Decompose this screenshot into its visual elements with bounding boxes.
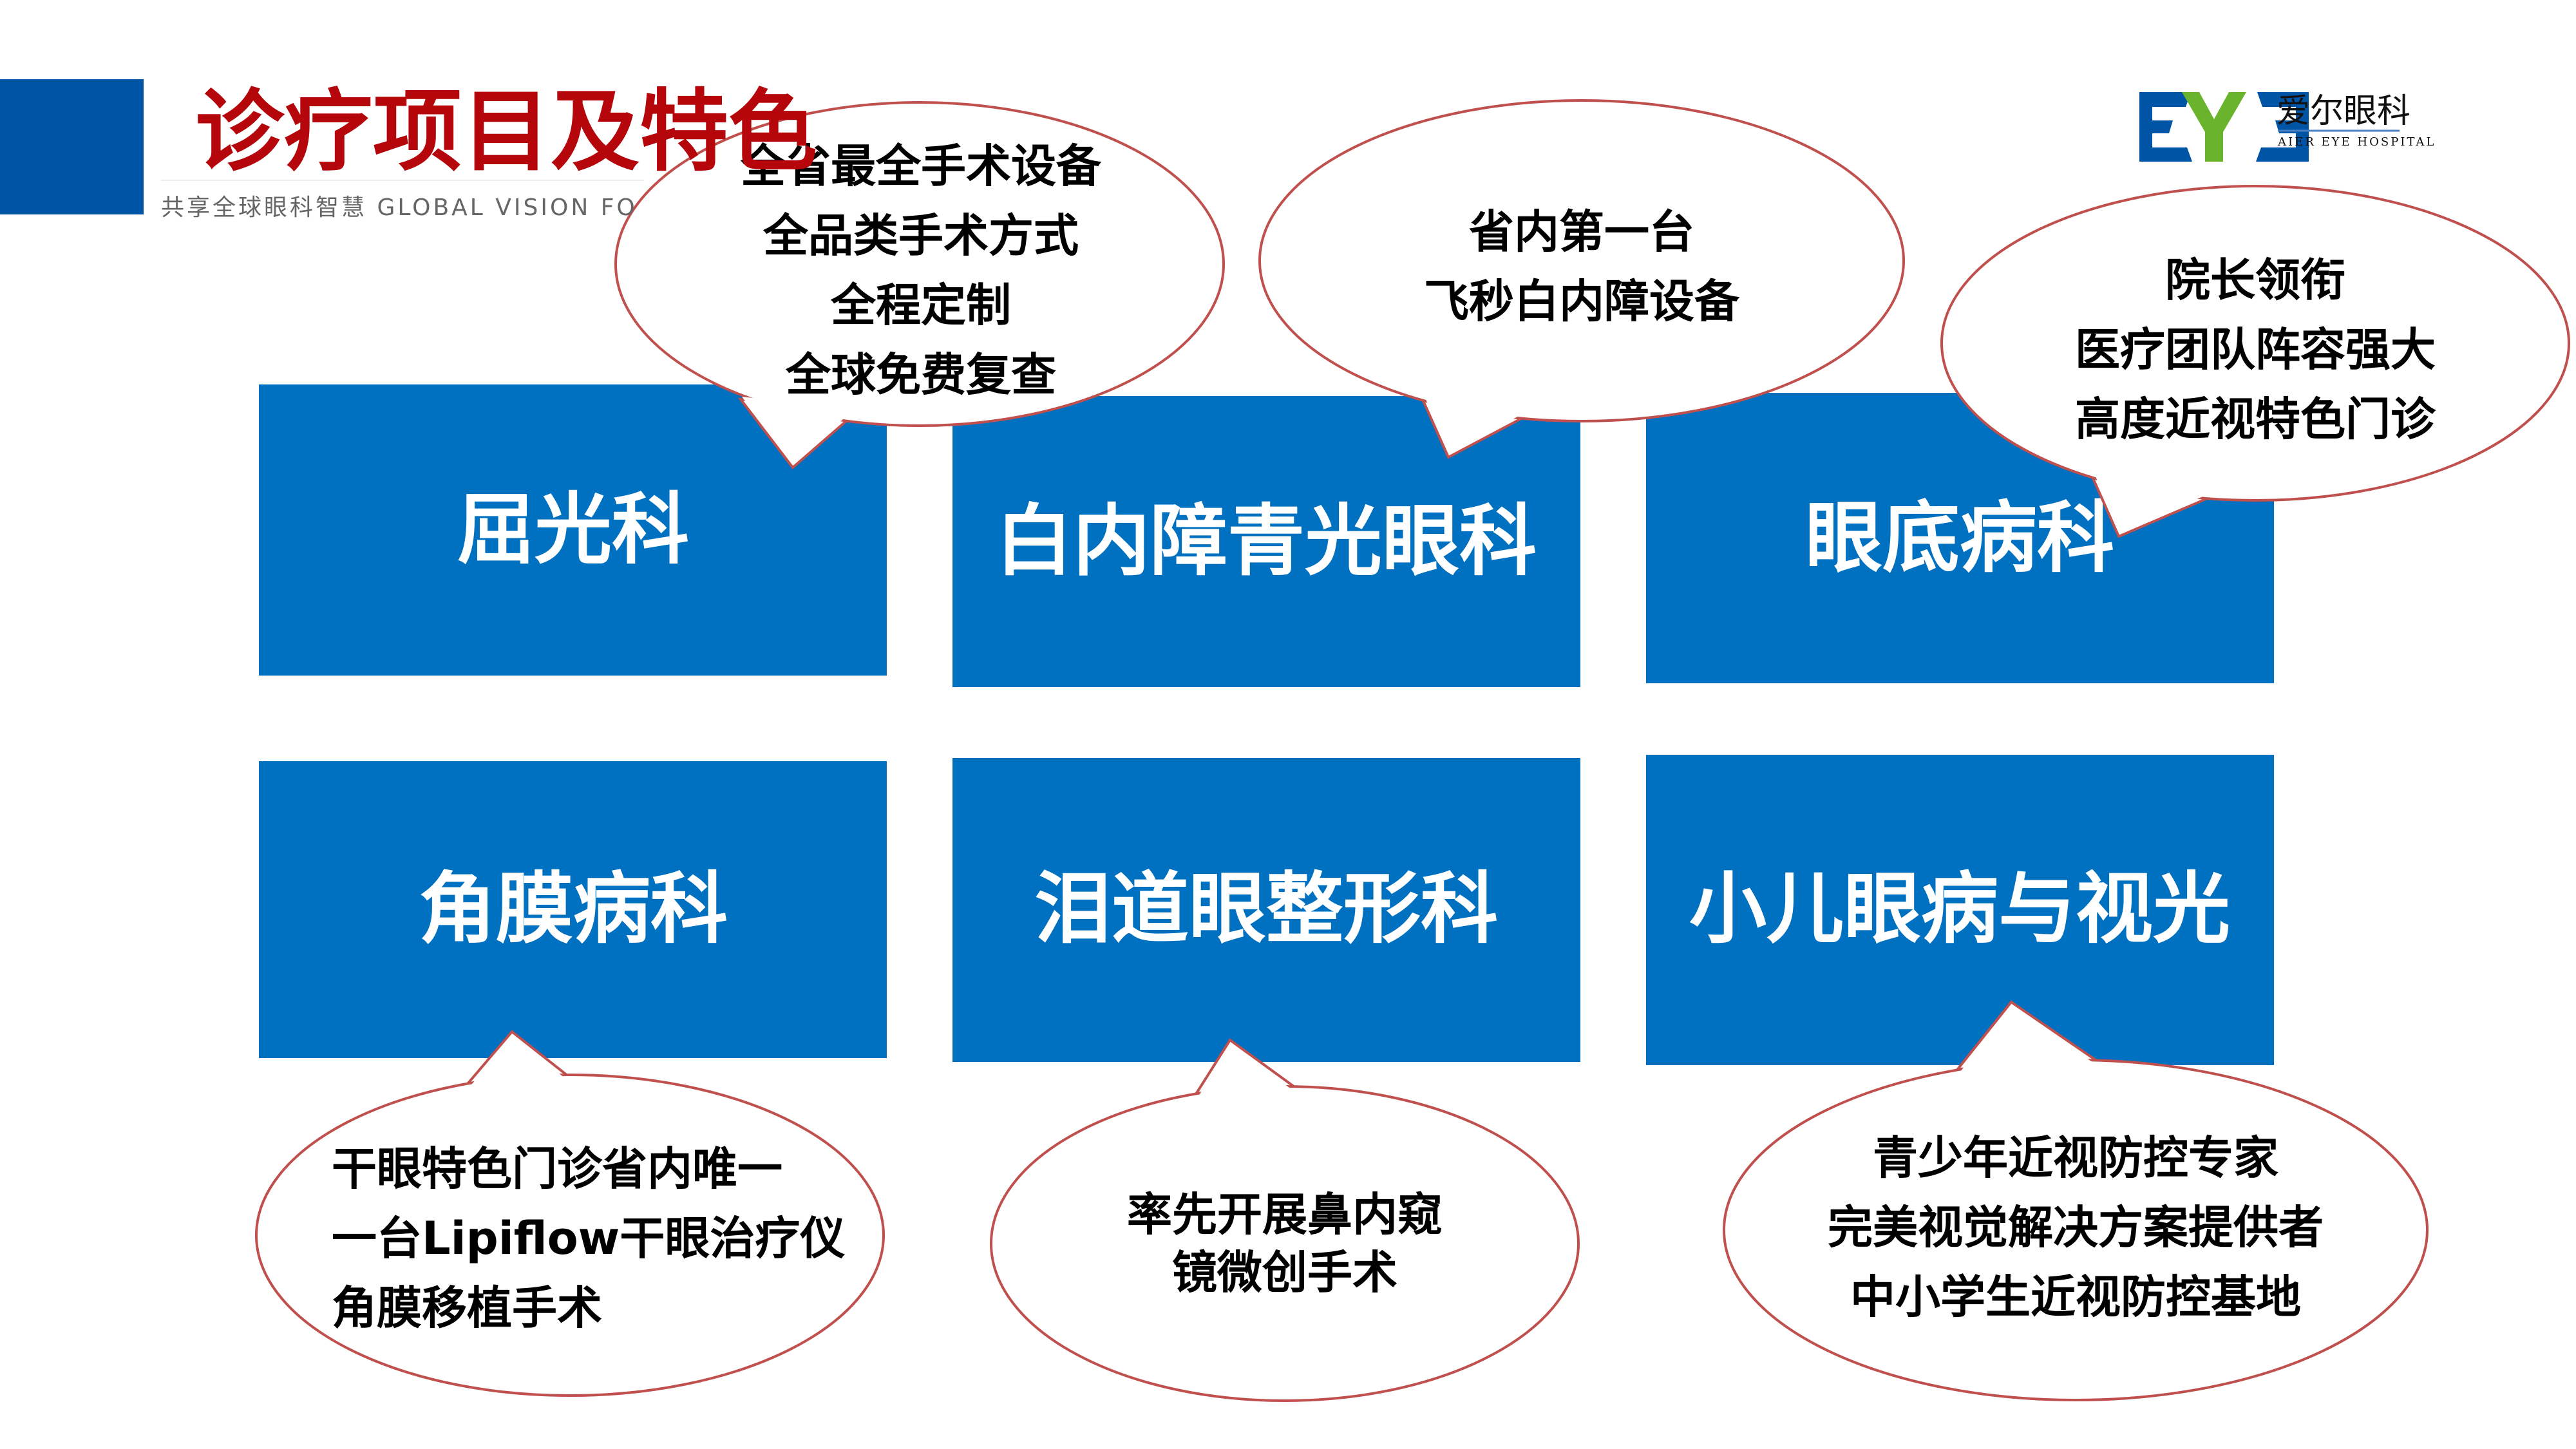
callout-line: 全程定制 [830, 279, 1011, 332]
department-box-lacrimal-oculoplastic[interactable]: 泪道眼整形科 [952, 758, 1580, 1062]
callout-line: 全省最全手术设备 [740, 140, 1102, 193]
callout-line: 干眼特色门诊省内唯一 [332, 1142, 782, 1195]
callout-pediatric: 青少年近视防控专家 完美视觉解决方案提供者 中小学生近视防控基地 [1723, 1000, 2429, 1401]
callout-line: 全球免费复查 [785, 348, 1056, 401]
header-accent-block [0, 79, 144, 214]
aier-logo: 爱尔眼科 AIER EYE HOSPITAL [2139, 92, 2436, 162]
eye-logo-mark [2139, 92, 2309, 162]
page-subtitle: 共享全球眼科智慧 GLOBAL VISION FO [161, 194, 638, 221]
department-label: 屈光科 [457, 486, 689, 575]
callout-line: 中小学生近视防控基地 [1850, 1271, 2301, 1323]
department-grid: 屈光科 白内障青光眼科 眼底病科 角膜病科 泪道眼整形科 小儿眼病与视光 [259, 384, 2274, 1065]
callout-line: 角膜移植手术 [332, 1282, 602, 1334]
callout-line: 省内第一台 [1469, 205, 1694, 258]
department-label: 小儿眼病与视光 [1689, 865, 2230, 954]
callout-line: 全品类手术方式 [762, 209, 1079, 262]
department-box-cataract-glaucoma[interactable]: 白内障青光眼科 [952, 396, 1580, 687]
callout-refractive: 全省最全手术设备 全品类手术方式 全程定制 全球免费复查 [614, 101, 1225, 469]
callout-line: 飞秒白内障设备 [1424, 275, 1740, 328]
department-label: 泪道眼整形科 [1034, 865, 1498, 954]
callout-line: 完美视觉解决方案提供者 [1828, 1201, 2324, 1254]
callout-line: 高度近视特色门诊 [2075, 393, 2436, 446]
page-title: 诊疗项目及特色 [195, 80, 817, 184]
department-label: 角膜病科 [419, 865, 728, 954]
callout-line: 青少年近视防控专家 [1873, 1132, 2278, 1184]
department-box-pediatric-optometry[interactable]: 小儿眼病与视光 [1646, 755, 2274, 1065]
callout-line: 镜微创手术 [1172, 1246, 1397, 1299]
callout-fundus: 院长领衔 医疗团队阵容强大 高度近视特色门诊 [1940, 185, 2570, 538]
callout-line: 院长领衔 [2165, 254, 2345, 307]
callout-line: 医疗团队阵容强大 [2075, 323, 2436, 376]
department-label: 眼底病科 [1805, 494, 2114, 583]
callout-line: 一台Lipiflow干眼治疗仪 [332, 1212, 845, 1265]
callout-lacrimal: 率先开展鼻内窥 镜微创手术 [990, 1038, 1580, 1402]
department-box-cornea[interactable]: 角膜病科 [259, 761, 887, 1058]
callout-line: 率先开展鼻内窥 [1127, 1188, 1443, 1241]
logo-name-en: AIER EYE HOSPITAL [2277, 135, 2436, 149]
logo-name-cn: 爱尔眼科 [2277, 92, 2410, 131]
callout-cornea: 干眼特色门诊省内唯一 一台Lipiflow干眼治疗仪 角膜移植手术 [255, 1030, 885, 1397]
callout-cataract: 省内第一台 飞秒白内障设备 [1258, 99, 1905, 459]
department-label: 白内障青光眼科 [996, 497, 1537, 587]
